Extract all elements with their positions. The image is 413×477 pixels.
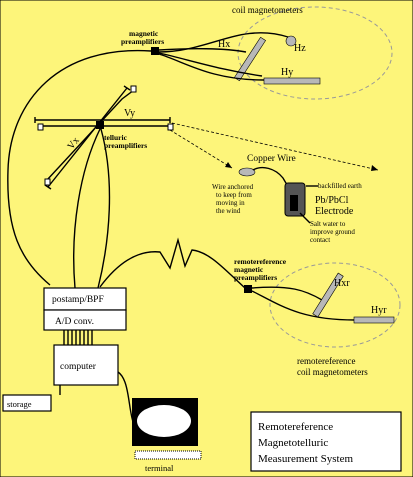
hz-label: Hz bbox=[294, 43, 306, 54]
electrode-label-2: Electrode bbox=[315, 206, 354, 217]
title-line-3: Measurement System bbox=[258, 453, 353, 465]
telluric-preamplifiers-label-1: telluric bbox=[104, 133, 128, 142]
terminal-label: terminal bbox=[145, 463, 174, 473]
electrode-north bbox=[130, 85, 137, 93]
copper-wire-label: Copper Wire bbox=[247, 154, 296, 164]
magnetic-preamplifiers-label-1: magnetic bbox=[129, 29, 159, 38]
wire-telluric-to-postamp bbox=[73, 128, 101, 289]
vx-dimension-bar bbox=[44, 85, 131, 190]
hy-sensor bbox=[263, 77, 321, 85]
storage-box bbox=[2, 394, 52, 412]
remote-preamps-label-2: magnetic bbox=[234, 265, 264, 274]
terminal-keyboard bbox=[134, 450, 202, 460]
electrode-core bbox=[290, 195, 298, 211]
wire-anchored-label-2: to keep from bbox=[216, 191, 252, 199]
remote-preamps-label-1: remotereference bbox=[234, 257, 287, 266]
data-bus-lines bbox=[63, 330, 93, 345]
wire-remote-to-hyr bbox=[251, 290, 356, 321]
wire-magnetic-to-postamp bbox=[7, 49, 152, 286]
electrode-south bbox=[44, 178, 51, 186]
hx-sensor bbox=[233, 36, 267, 82]
salt-water-label-1: Salt water to bbox=[310, 220, 346, 228]
electrode-label-1: Pb/PbCl bbox=[315, 195, 349, 206]
electrode-west bbox=[37, 123, 44, 131]
remote-preamps-label-3: preamplifiers bbox=[234, 273, 277, 282]
wire-telluric-to-postamp-2 bbox=[97, 128, 111, 289]
wire-anchored-label-4: the wind bbox=[216, 207, 241, 215]
hyr-label: Hyr bbox=[371, 305, 387, 316]
wire-anchored-label-3: moving in bbox=[216, 199, 245, 207]
wire-remote-to-hxr bbox=[251, 286, 323, 301]
hxr-label: Hxr bbox=[334, 278, 350, 289]
backfilled-earth-label: backfilled earth bbox=[318, 182, 362, 190]
wire-preamp-to-hy-2 bbox=[158, 52, 263, 77]
coil-magnetometers-label: coil magnetometers bbox=[232, 5, 303, 15]
hy-label: Hy bbox=[281, 67, 293, 78]
copper-wire-anchor bbox=[238, 167, 256, 177]
electrode-east bbox=[167, 123, 174, 131]
title-line-1: Remotereference bbox=[258, 421, 333, 433]
vy-label: Vy bbox=[124, 108, 135, 119]
remote-magnetic-preamplifier-box bbox=[244, 285, 252, 293]
hyr-sensor bbox=[353, 316, 395, 324]
wire-anchored-label-1: Wire anchored bbox=[212, 183, 254, 191]
postamp-bpf-label: postamp/BPF bbox=[52, 295, 104, 305]
remote-coils-label-1: remotereference bbox=[297, 356, 355, 366]
detail-arrow-head-2 bbox=[371, 165, 378, 171]
hx-label: Hx bbox=[218, 39, 230, 50]
electrode-line-x bbox=[46, 89, 135, 181]
magnetic-preamplifiers-label-2: preamplifiers bbox=[121, 37, 164, 46]
storage-label: storage bbox=[7, 399, 32, 409]
remote-coil-magnetometers-boundary bbox=[269, 262, 401, 348]
telluric-preamplifiers-label-2: preamplifiers bbox=[104, 141, 147, 150]
salt-water-label-3: contact bbox=[310, 236, 330, 244]
wire-preamp-to-hy bbox=[158, 53, 265, 81]
detail-arrow-to-copper-wire bbox=[169, 129, 233, 169]
computer-box bbox=[53, 344, 119, 386]
title-line-2: Magnetotelluric bbox=[258, 437, 328, 449]
coil-magnetometers-boundary bbox=[237, 6, 393, 100]
computer-label: computer bbox=[60, 362, 97, 372]
telluric-preamplifier-box bbox=[96, 121, 104, 129]
wire-hz-to-preamp bbox=[158, 32, 289, 53]
salt-water-arrow bbox=[299, 212, 311, 224]
copper-wire bbox=[252, 166, 291, 191]
hxr-sensor bbox=[312, 272, 344, 318]
wire-preamp-to-hx bbox=[158, 47, 247, 53]
detail-arrow-to-electrode bbox=[171, 122, 379, 171]
ad-converter-label: A/D conv. bbox=[55, 317, 94, 327]
remote-link-zigzag bbox=[99, 237, 246, 289]
terminal-screen bbox=[137, 405, 191, 437]
ad-converter-box bbox=[43, 309, 127, 331]
magnetic-preamplifier-box bbox=[151, 47, 159, 55]
salt-water-label-2: improve ground bbox=[310, 228, 355, 236]
title-box bbox=[250, 411, 402, 472]
detail-arrow-head-1 bbox=[225, 162, 232, 168]
hz-sensor bbox=[285, 35, 297, 47]
remote-coils-label-2: coil magnetometers bbox=[297, 367, 368, 377]
